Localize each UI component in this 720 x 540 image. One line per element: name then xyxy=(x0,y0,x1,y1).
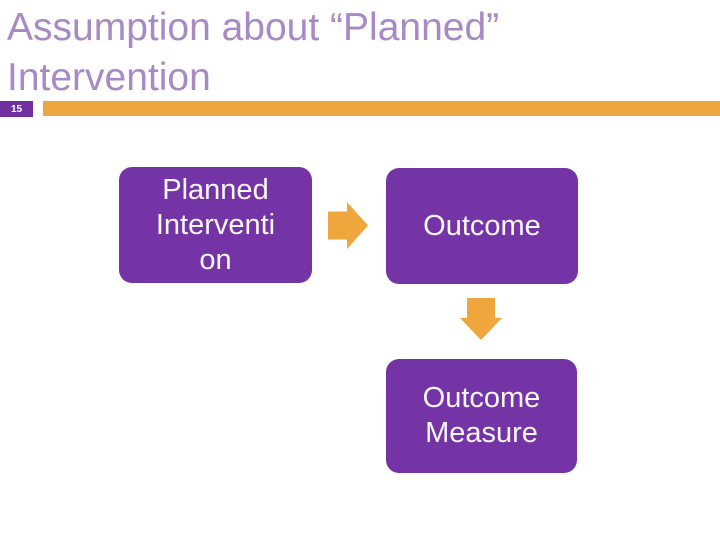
accent-bar xyxy=(43,101,720,116)
diagram-box-outcome-measure: Outcome Measure xyxy=(386,359,577,473)
diagram-box-planned-intervention: Planned Interventi on xyxy=(119,167,312,283)
diagram-box-label: Planned Interventi on xyxy=(155,173,276,276)
slide-title: Assumption about “Planned” Intervention xyxy=(7,6,500,99)
arrow-right-icon xyxy=(328,202,368,249)
diagram-box-label: Outcome Measure xyxy=(422,382,541,449)
diagram-box-outcome: Outcome xyxy=(386,168,578,284)
arrow-down-icon xyxy=(460,298,502,340)
diagram-box-label: Outcome xyxy=(423,209,541,242)
page-number-badge: 15 xyxy=(0,101,33,117)
page-number: 15 xyxy=(10,103,23,115)
